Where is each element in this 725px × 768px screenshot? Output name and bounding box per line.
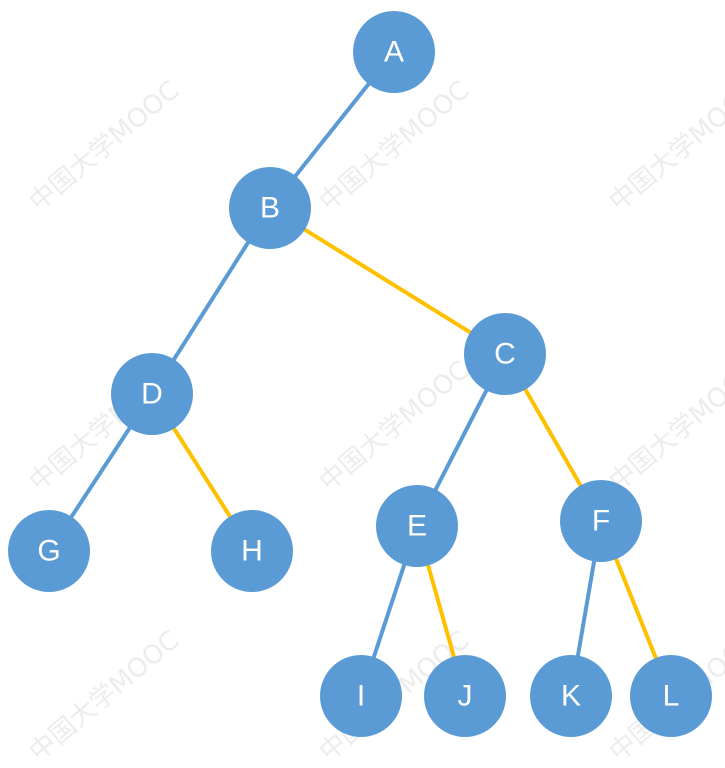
tree-node-B: B — [229, 167, 311, 249]
node-label: G — [37, 535, 60, 568]
node-label: C — [494, 338, 516, 371]
node-label: E — [407, 510, 427, 543]
node-circle — [229, 167, 311, 249]
edge-A-B — [291, 79, 373, 181]
tree-node-G: G — [8, 510, 90, 592]
edge-E-J — [425, 561, 457, 661]
binary-tree-diagram: A B C D E F G H I J K L — [8, 11, 712, 737]
tree-node-A: A — [353, 11, 435, 93]
tree-node-K: K — [530, 655, 612, 737]
edge-D-G — [67, 423, 134, 522]
node-circle — [211, 510, 293, 592]
node-label: L — [663, 680, 680, 713]
node-label: H — [241, 535, 263, 568]
tree-node-E: E — [376, 485, 458, 567]
node-circle — [353, 11, 435, 93]
node-label: I — [357, 680, 365, 713]
tree-node-I: I — [320, 655, 402, 737]
tree-node-C: C — [464, 313, 546, 395]
node-circle — [111, 353, 193, 435]
node-label: F — [592, 505, 610, 538]
edge-C-E — [432, 386, 490, 494]
node-circle — [8, 510, 90, 592]
tree-node-D: D — [111, 353, 193, 435]
node-circle — [630, 655, 712, 737]
tree-node-H: H — [211, 510, 293, 592]
node-circle — [560, 480, 642, 562]
tree-node-L: L — [630, 655, 712, 737]
node-circle — [320, 655, 402, 737]
tree-node-F: F — [560, 480, 642, 562]
node-label: B — [260, 192, 280, 225]
node-circle — [376, 485, 458, 567]
node-circle — [464, 313, 546, 395]
edge-D-H — [170, 424, 234, 521]
edge-B-C — [300, 225, 475, 337]
node-circle — [424, 655, 506, 737]
node-label: D — [141, 378, 163, 411]
edge-C-F — [521, 385, 585, 490]
node-label: J — [458, 680, 473, 713]
tree-node-J: J — [424, 655, 506, 737]
edge-F-L — [612, 554, 660, 663]
edge-B-D — [170, 238, 252, 364]
node-circle — [530, 655, 612, 737]
node-label: A — [384, 36, 404, 69]
node-label: K — [561, 680, 581, 713]
edge-E-I — [370, 560, 408, 662]
edge-F-K — [575, 557, 597, 660]
